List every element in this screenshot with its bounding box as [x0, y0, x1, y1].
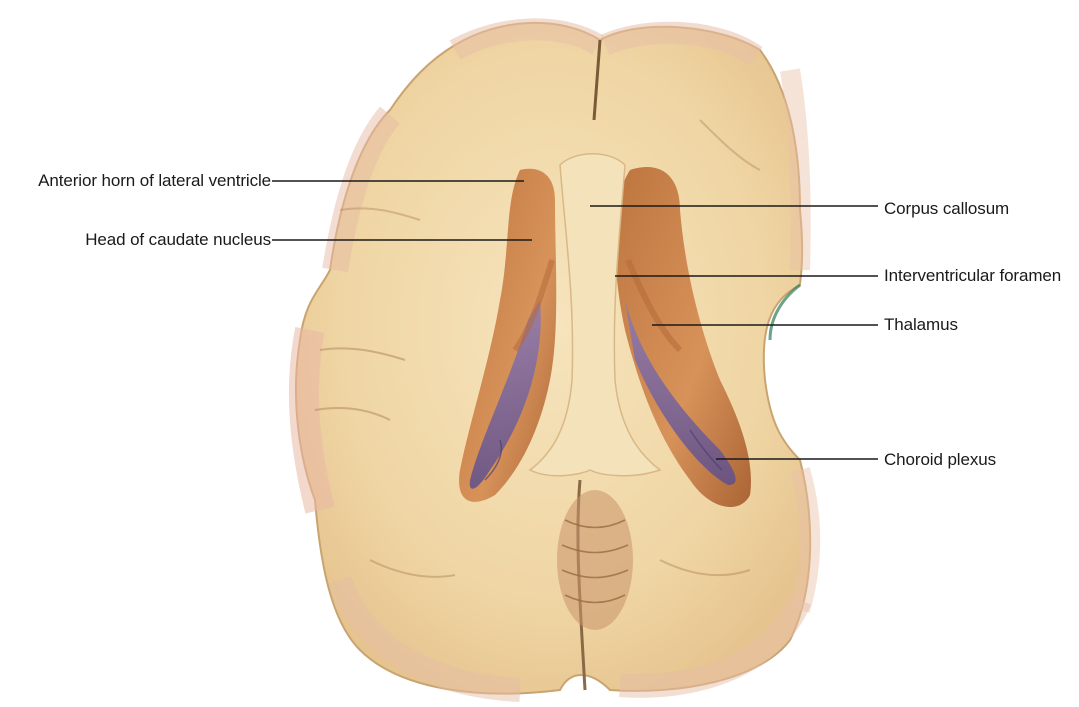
left-ventricle	[459, 168, 557, 502]
label-thalamus: Thalamus	[884, 315, 958, 334]
label-caudate-head: Head of caudate nucleus	[85, 230, 271, 249]
corpus-callosum-column	[528, 153, 662, 477]
label-corpus-callosum: Corpus callosum	[884, 199, 1010, 218]
label-anterior-horn: Anterior horn of lateral ventricle	[38, 171, 271, 190]
label-choroid-plexus: Choroid plexus	[884, 450, 996, 469]
right-ventricle	[615, 166, 751, 508]
label-interventricular-foramen: Interventricular foramen	[884, 266, 1062, 285]
